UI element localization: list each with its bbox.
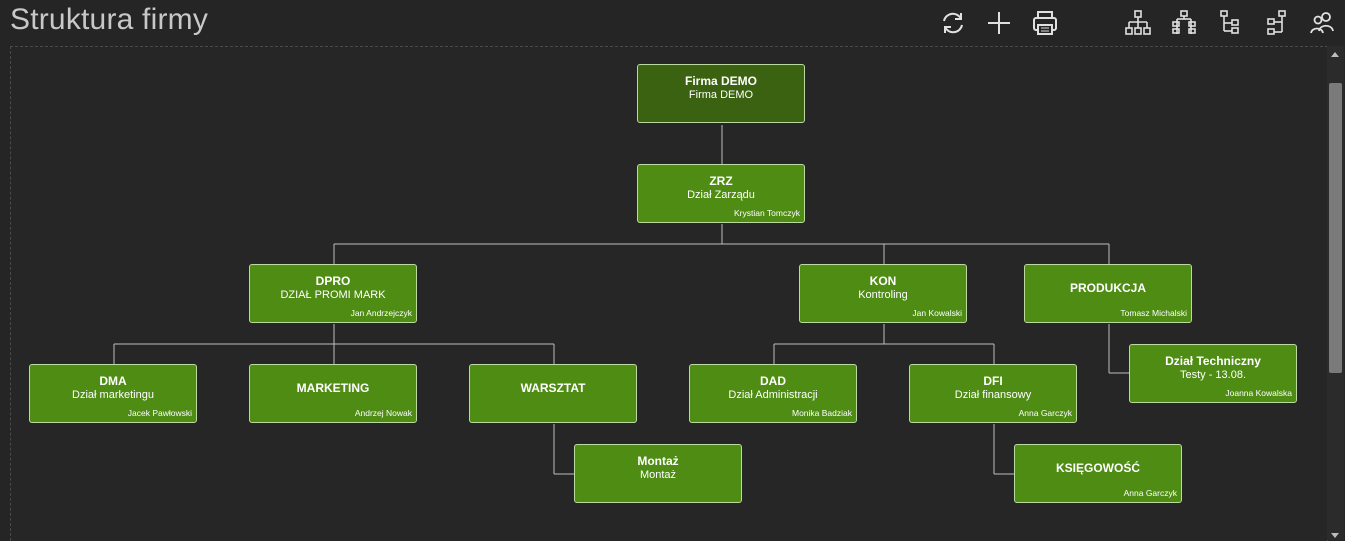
node-name: Firma DEMO xyxy=(688,89,754,101)
node-person: Tomasz Michalski xyxy=(1120,308,1187,318)
node-person: Jacek Pawłowski xyxy=(127,408,192,418)
org-chart-canvas: Firma DEMO Firma DEMO ZRZ Dział Zarządu … xyxy=(10,46,1328,541)
add-icon[interactable] xyxy=(982,6,1016,40)
node-name: Montaż xyxy=(639,469,677,481)
node-code: KSIĘGOWOŚĆ xyxy=(1055,461,1140,475)
node-code: ZRZ xyxy=(709,174,733,188)
refresh-icon[interactable] xyxy=(936,6,970,40)
node-person: Krystian Tomczyk xyxy=(734,208,800,218)
org-layout-list-icon[interactable] xyxy=(1259,6,1293,40)
node-person: Anna Garczyk xyxy=(1018,408,1072,418)
node-person: Jan Kowalski xyxy=(912,308,962,318)
org-node-kon[interactable]: KON Kontroling Jan Kowalski xyxy=(799,264,967,323)
org-layout-compact-icon[interactable] xyxy=(1167,6,1201,40)
node-name: Dział marketingu xyxy=(72,389,154,401)
org-node-montaz[interactable]: Montaż Montaż xyxy=(574,444,742,503)
node-person: Andrzej Nowak xyxy=(354,408,412,418)
org-node-warsztat[interactable]: WARSZTAT xyxy=(469,364,637,423)
node-code: DPRO xyxy=(315,274,351,288)
node-name: Dział Administracji xyxy=(728,389,818,401)
org-node-marketing[interactable]: MARKETING Andrzej Nowak xyxy=(249,364,417,423)
page-title: Struktura firmy xyxy=(10,3,209,36)
node-code: Dział Techniczny xyxy=(1165,354,1261,368)
node-name: Kontroling xyxy=(858,289,908,301)
node-person: Anna Garczyk xyxy=(1123,488,1177,498)
print-icon[interactable] xyxy=(1028,6,1062,40)
org-node-zrz[interactable]: ZRZ Dział Zarządu Krystian Tomczyk xyxy=(637,164,805,223)
org-node-firma-demo[interactable]: Firma DEMO Firma DEMO xyxy=(637,64,805,123)
node-person: Joanna Kowalska xyxy=(1225,388,1292,398)
node-code: Montaż xyxy=(637,454,679,468)
org-node-produkcja[interactable]: PRODUKCJA Tomasz Michalski xyxy=(1024,264,1192,323)
scroll-thumb[interactable] xyxy=(1329,83,1342,373)
node-name: Dział Zarządu xyxy=(687,189,755,201)
org-node-dad[interactable]: DAD Dział Administracji Monika Badziak xyxy=(689,364,857,423)
node-code: DFI xyxy=(983,374,1003,388)
org-node-dma[interactable]: DMA Dział marketingu Jacek Pawłowski xyxy=(29,364,197,423)
org-layout-horizontal-icon[interactable] xyxy=(1121,6,1155,40)
node-name: Testy - 13.08. xyxy=(1179,369,1247,381)
node-code: DAD xyxy=(760,374,786,388)
org-node-dfi[interactable]: DFI Dział finansowy Anna Garczyk xyxy=(909,364,1077,423)
org-layout-vertical-icon[interactable] xyxy=(1213,6,1247,40)
node-name: Dział finansowy xyxy=(954,389,1032,401)
node-code: WARSZTAT xyxy=(520,381,586,395)
org-node-dpro[interactable]: DPRO DZIAŁ PROMI MARK Jan Andrzejczyk xyxy=(249,264,417,323)
node-person: Monika Badziak xyxy=(791,408,852,418)
node-code: DMA xyxy=(99,374,127,388)
users-icon[interactable] xyxy=(1305,6,1339,40)
node-code: Firma DEMO xyxy=(684,74,757,88)
connector-lines xyxy=(113,125,1131,475)
scroll-down-arrow-icon[interactable] xyxy=(1331,533,1339,538)
node-name: DZIAŁ PROMI MARK xyxy=(280,289,386,301)
scroll-up-arrow-icon[interactable] xyxy=(1331,52,1339,57)
org-node-dzial-techniczny[interactable]: Dział Techniczny Testy - 13.08. Joanna K… xyxy=(1129,344,1297,403)
node-person: Jan Andrzejczyk xyxy=(350,308,412,318)
node-code: KON xyxy=(869,274,897,288)
node-code: PRODUKCJA xyxy=(1069,281,1146,295)
org-node-ksiegowosc[interactable]: KSIĘGOWOŚĆ Anna Garczyk xyxy=(1014,444,1182,503)
vertical-scrollbar[interactable] xyxy=(1327,46,1344,540)
node-code: MARKETING xyxy=(296,381,370,395)
